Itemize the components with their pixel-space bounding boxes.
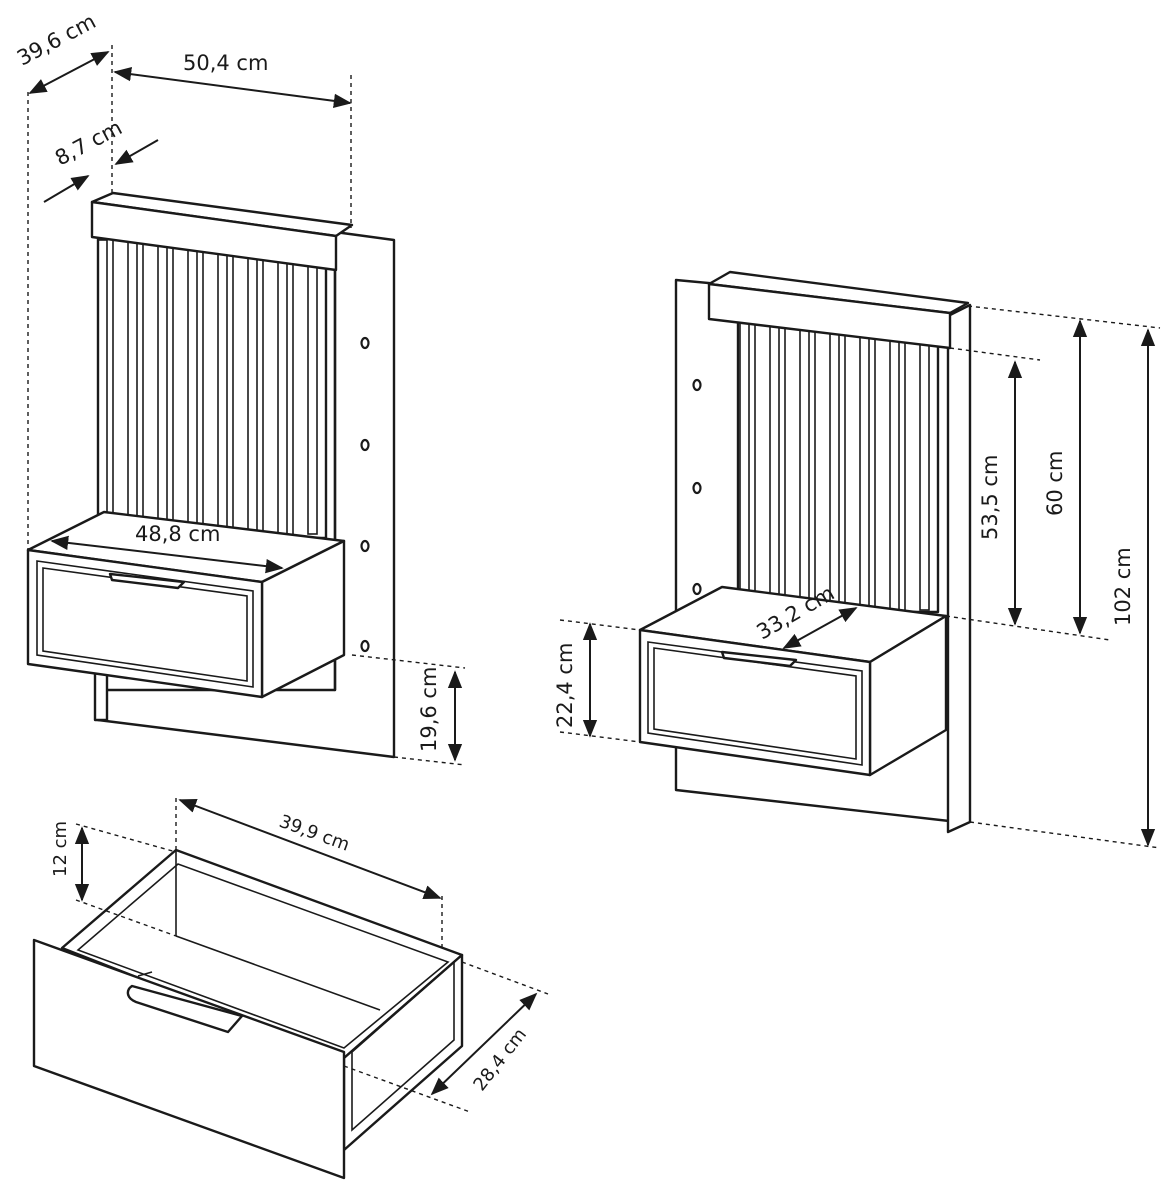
drawer-handle bbox=[126, 984, 244, 1034]
dim-label-left-bottom-clearance: 19,6 cm bbox=[417, 667, 441, 752]
dim-label-left-top-depth: 8,7 cm bbox=[51, 115, 126, 170]
dim-label-left-width: 50,4 cm bbox=[183, 51, 268, 75]
dim-label-right-panel-height: 53,5 cm bbox=[978, 455, 1002, 540]
drawer-detail: 39,9 cm 12 cm 28,4 cm bbox=[32, 798, 549, 1180]
mount-hole-icon bbox=[360, 336, 370, 350]
right-top-cap bbox=[707, 270, 970, 350]
dim-label-right-drawer-height: 22,4 cm bbox=[553, 643, 577, 728]
mount-hole-icon bbox=[692, 378, 702, 392]
right-nightstand-unit: 53,5 cm 60 cm 102 cm 33,2 cm 22,4 cm bbox=[553, 270, 1161, 849]
left-drawer-handle bbox=[108, 572, 186, 590]
mount-hole-icon bbox=[692, 481, 702, 495]
mount-hole-icon bbox=[692, 582, 702, 596]
dim-label-drawer-depth: 28,4 cm bbox=[469, 1024, 531, 1095]
right-slat-panel bbox=[736, 318, 940, 614]
right-drawer-handle bbox=[720, 650, 798, 668]
dim-label-drawer-length: 39,9 cm bbox=[276, 811, 352, 856]
left-top-cap bbox=[90, 191, 354, 272]
mount-hole-icon bbox=[360, 639, 370, 653]
dim-label-left-shelf-width: 48,8 cm bbox=[135, 522, 220, 546]
left-slat-panel bbox=[96, 236, 328, 540]
mount-hole-icon bbox=[360, 539, 370, 553]
dim-label-right-shelf-height: 60 cm bbox=[1043, 451, 1067, 516]
left-nightstand-unit: 39,6 cm 50,4 cm 8,7 cm 48,8 cm 19,6 cm bbox=[13, 9, 466, 766]
dim-label-drawer-height: 12 cm bbox=[50, 821, 71, 877]
dim-label-right-total-height: 102 cm bbox=[1111, 547, 1135, 626]
dim-label-left-depth: 39,6 cm bbox=[13, 9, 100, 70]
left-support-post bbox=[93, 670, 109, 722]
mount-hole-icon bbox=[360, 438, 370, 452]
